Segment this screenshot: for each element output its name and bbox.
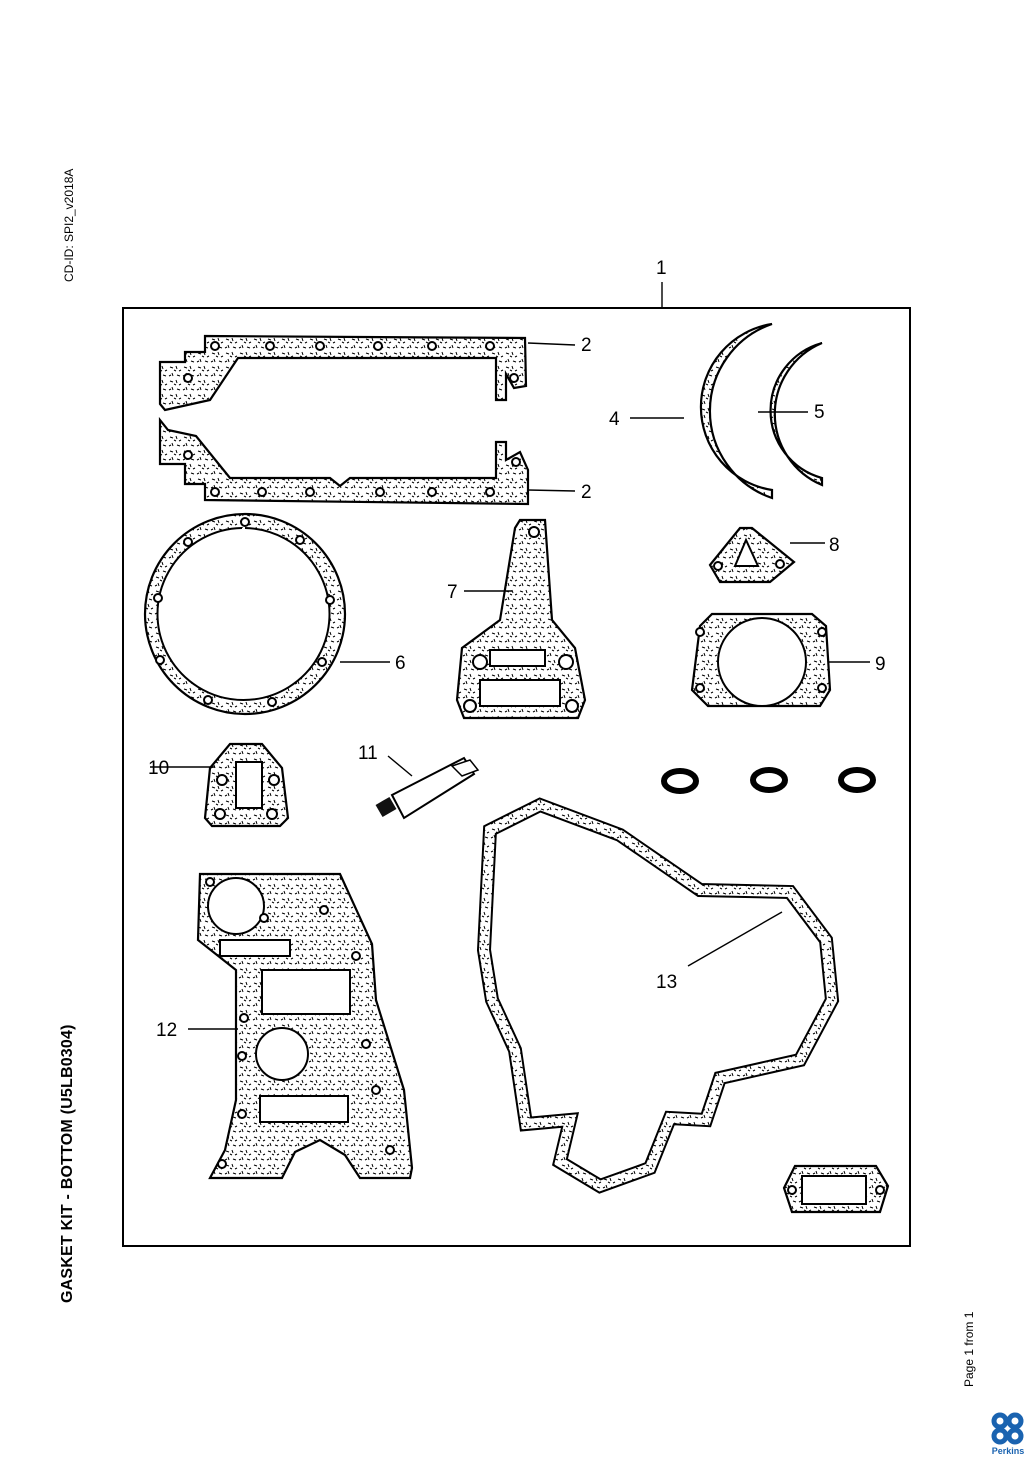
round-flange-gasket [690,612,832,708]
callout-6: 6 [395,653,406,674]
o-ring [838,767,876,793]
small-pipe-gasket [708,526,796,584]
o-ring [750,767,788,793]
perkins-logo-icon [991,1412,1024,1445]
callout-12: 12 [156,1020,177,1041]
sump-gasket-bottom [158,416,530,506]
callout-11: 11 [358,743,378,764]
kit-frame [122,307,911,1247]
seal-crescent-large [699,322,774,500]
callout-10: 10 [148,758,169,779]
callout-8: 8 [829,535,840,556]
flywheel-housing-gasket [143,512,347,716]
sump-gasket-top [158,334,528,412]
timing-cover-gasket [476,797,840,1194]
cover-gasket [203,742,290,828]
callout-9: 9 [875,654,886,675]
rectangular-gasket [782,1164,890,1214]
callout-13: 13 [656,972,677,993]
seal-crescent-small [769,341,824,487]
timing-case-gasket [196,872,414,1180]
perkins-logo: Perkins [988,1412,1028,1458]
callout-1: 1 [656,258,667,279]
callout-5: 5 [814,402,825,423]
sealant-tube [375,756,480,820]
brand-name: Perkins [991,1446,1025,1456]
callout-2b: 2 [581,482,592,503]
o-ring [661,768,699,794]
callout-2a: 2 [581,335,592,356]
callout-7: 7 [447,582,458,603]
callout-4: 4 [609,409,620,430]
oil-pump-gasket [455,518,587,720]
